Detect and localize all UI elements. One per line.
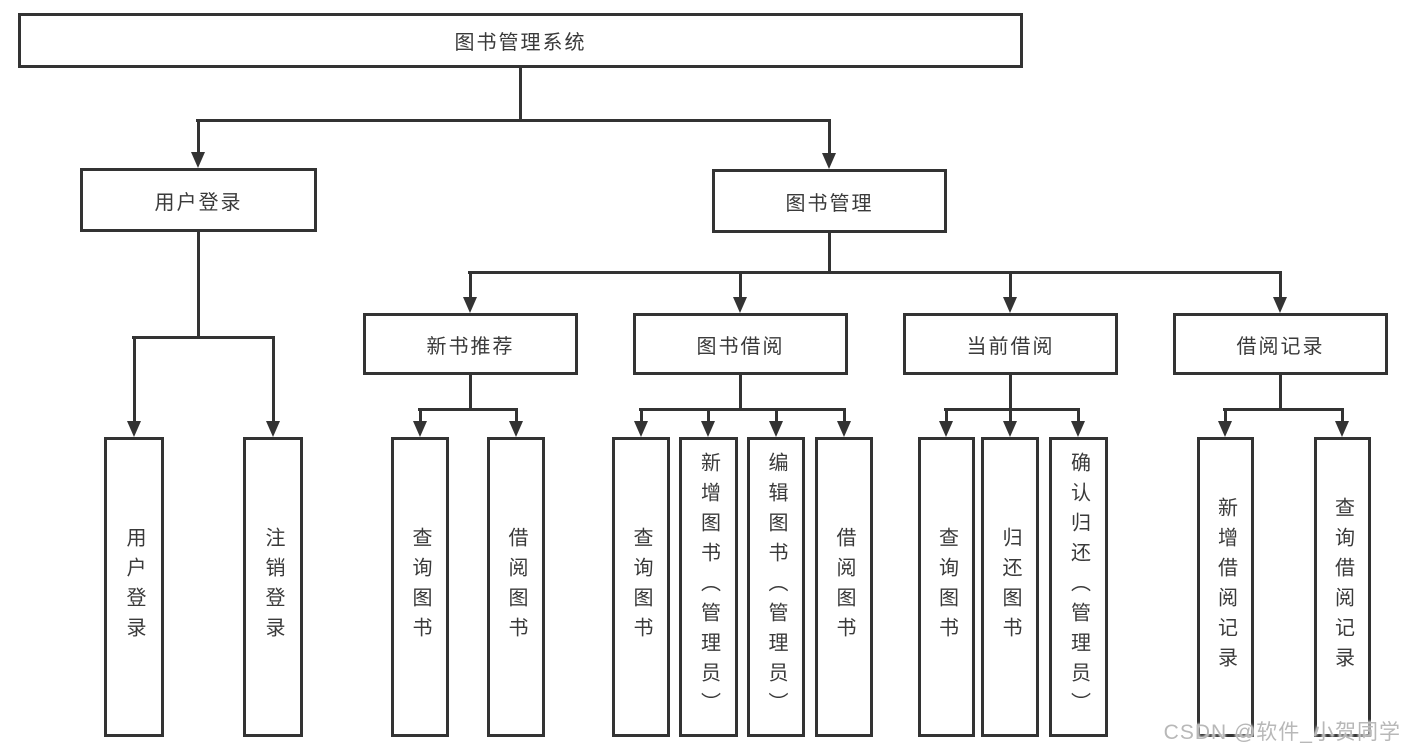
connector-arrow-shaft [827, 122, 831, 153]
arrow-down-icon [634, 421, 648, 437]
connector-arrow-shaft [514, 411, 518, 421]
node-borrowing-records: 借阅记录 [1173, 313, 1388, 375]
arrow-down-icon [463, 297, 477, 313]
connector-arrow-shaft [196, 122, 200, 152]
leaf-query-books-current: 查询图书 [918, 437, 975, 737]
arrow-down-icon [1335, 421, 1349, 437]
connector-arrow-shaft [271, 339, 275, 421]
connector-branch [639, 408, 846, 411]
leaf-add-borrow-record: 新增借阅记录 [1197, 437, 1254, 737]
connector-branch [418, 408, 518, 411]
connector-arrow-shaft [706, 411, 710, 421]
connector-stem [827, 233, 831, 274]
connector-arrow-shaft [132, 339, 136, 421]
leaf-borrow-books-borrowing: 借阅图书 [815, 437, 873, 737]
connector-arrow-shaft [1223, 411, 1227, 421]
connector-arrow-shaft [1278, 274, 1282, 297]
leaf-logout: 注销登录 [243, 437, 303, 737]
arrow-down-icon [733, 297, 747, 313]
connector-arrow-shaft [639, 411, 643, 421]
connector-arrow-shaft [842, 411, 846, 421]
connector-stem [518, 68, 522, 122]
leaf-borrow-books-recommend: 借阅图书 [487, 437, 545, 737]
connector-arrow-shaft [468, 274, 472, 297]
arrow-down-icon [191, 152, 205, 168]
arrow-down-icon [939, 421, 953, 437]
leaf-confirm-return-admin: 确认归还（管理员） [1049, 437, 1108, 737]
leaf-add-book-admin: 新增图书（管理员） [679, 437, 738, 737]
arrow-down-icon [769, 421, 783, 437]
connector-arrow-shaft [1076, 411, 1080, 421]
arrow-down-icon [1273, 297, 1287, 313]
arrow-down-icon [837, 421, 851, 437]
leaf-user-login: 用户登录 [104, 437, 164, 737]
leaf-edit-book-admin: 编辑图书（管理员） [747, 437, 805, 737]
arrow-down-icon [1218, 421, 1232, 437]
connector-arrow-shaft [944, 411, 948, 421]
arrow-down-icon [413, 421, 427, 437]
connector-branch [132, 336, 275, 339]
connector-stem [1278, 375, 1282, 411]
node-library-system: 图书管理系统 [18, 13, 1023, 68]
connector-arrow-shaft [1340, 411, 1344, 421]
connector-branch [468, 271, 1282, 274]
arrow-down-icon [509, 421, 523, 437]
leaf-return-books: 归还图书 [981, 437, 1039, 737]
leaf-query-books-borrowing: 查询图书 [612, 437, 670, 737]
arrow-down-icon [1071, 421, 1085, 437]
connector-stem [468, 375, 472, 411]
connector-stem [1008, 375, 1012, 411]
connector-arrow-shaft [1008, 274, 1012, 297]
node-book-management: 图书管理 [712, 169, 947, 233]
connector-arrow-shaft [774, 411, 778, 421]
node-user-login: 用户登录 [80, 168, 317, 232]
arrow-down-icon [1003, 297, 1017, 313]
arrow-down-icon [127, 421, 141, 437]
node-book-borrowing: 图书借阅 [633, 313, 848, 375]
node-current-borrowing: 当前借阅 [903, 313, 1118, 375]
leaf-query-borrow-record: 查询借阅记录 [1314, 437, 1371, 737]
connector-arrow-shaft [418, 411, 422, 421]
arrow-down-icon [822, 153, 836, 169]
arrow-down-icon [701, 421, 715, 437]
connector-arrow-shaft [738, 274, 742, 297]
connector-branch [1223, 408, 1344, 411]
arrow-down-icon [1003, 421, 1017, 437]
node-new-book-recommend: 新书推荐 [363, 313, 578, 375]
connector-branch [944, 408, 1080, 411]
connector-stem [738, 375, 742, 411]
watermark: CSDN @软件_小贺同学 [1163, 721, 1401, 744]
leaf-query-books-recommend: 查询图书 [391, 437, 449, 737]
arrow-down-icon [266, 421, 280, 437]
connector-branch [196, 119, 831, 122]
connector-stem [196, 232, 200, 339]
connector-arrow-shaft [1008, 411, 1012, 421]
